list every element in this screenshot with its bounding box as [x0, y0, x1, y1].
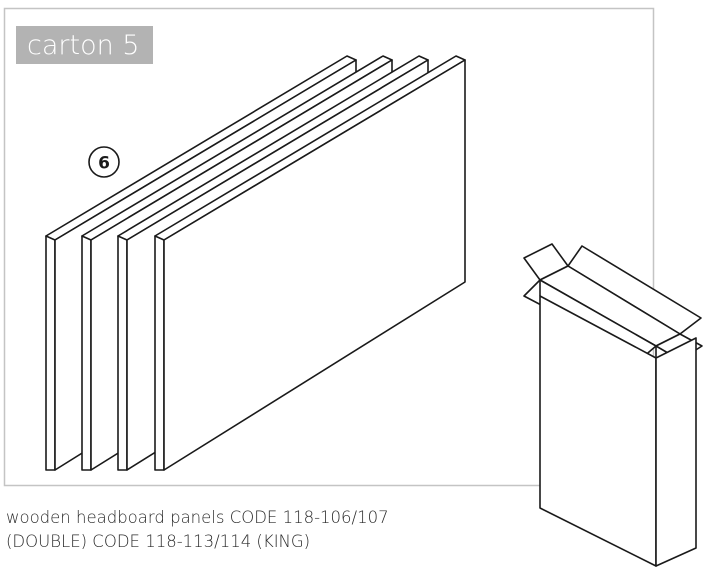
caption-line-1: wooden headboard panels CODE 118-106/107 — [6, 508, 389, 527]
caption-line-2: (DOUBLE) CODE 118-113/114 (KING) — [6, 532, 311, 551]
part-number-callout: 6 — [88, 146, 120, 178]
carton-label-text: carton 5 — [27, 30, 139, 61]
panel-4 — [154, 55, 466, 471]
carton-label: carton 5 — [16, 26, 153, 64]
box-side-face — [655, 337, 697, 567]
panel-stack-illustration — [45, 55, 466, 471]
open-box-icon — [523, 243, 703, 567]
carton-frame — [3, 7, 655, 487]
part-number-text: 6 — [98, 154, 110, 174]
caption: wooden headboard panels CODE 118-106/107… — [6, 506, 476, 554]
